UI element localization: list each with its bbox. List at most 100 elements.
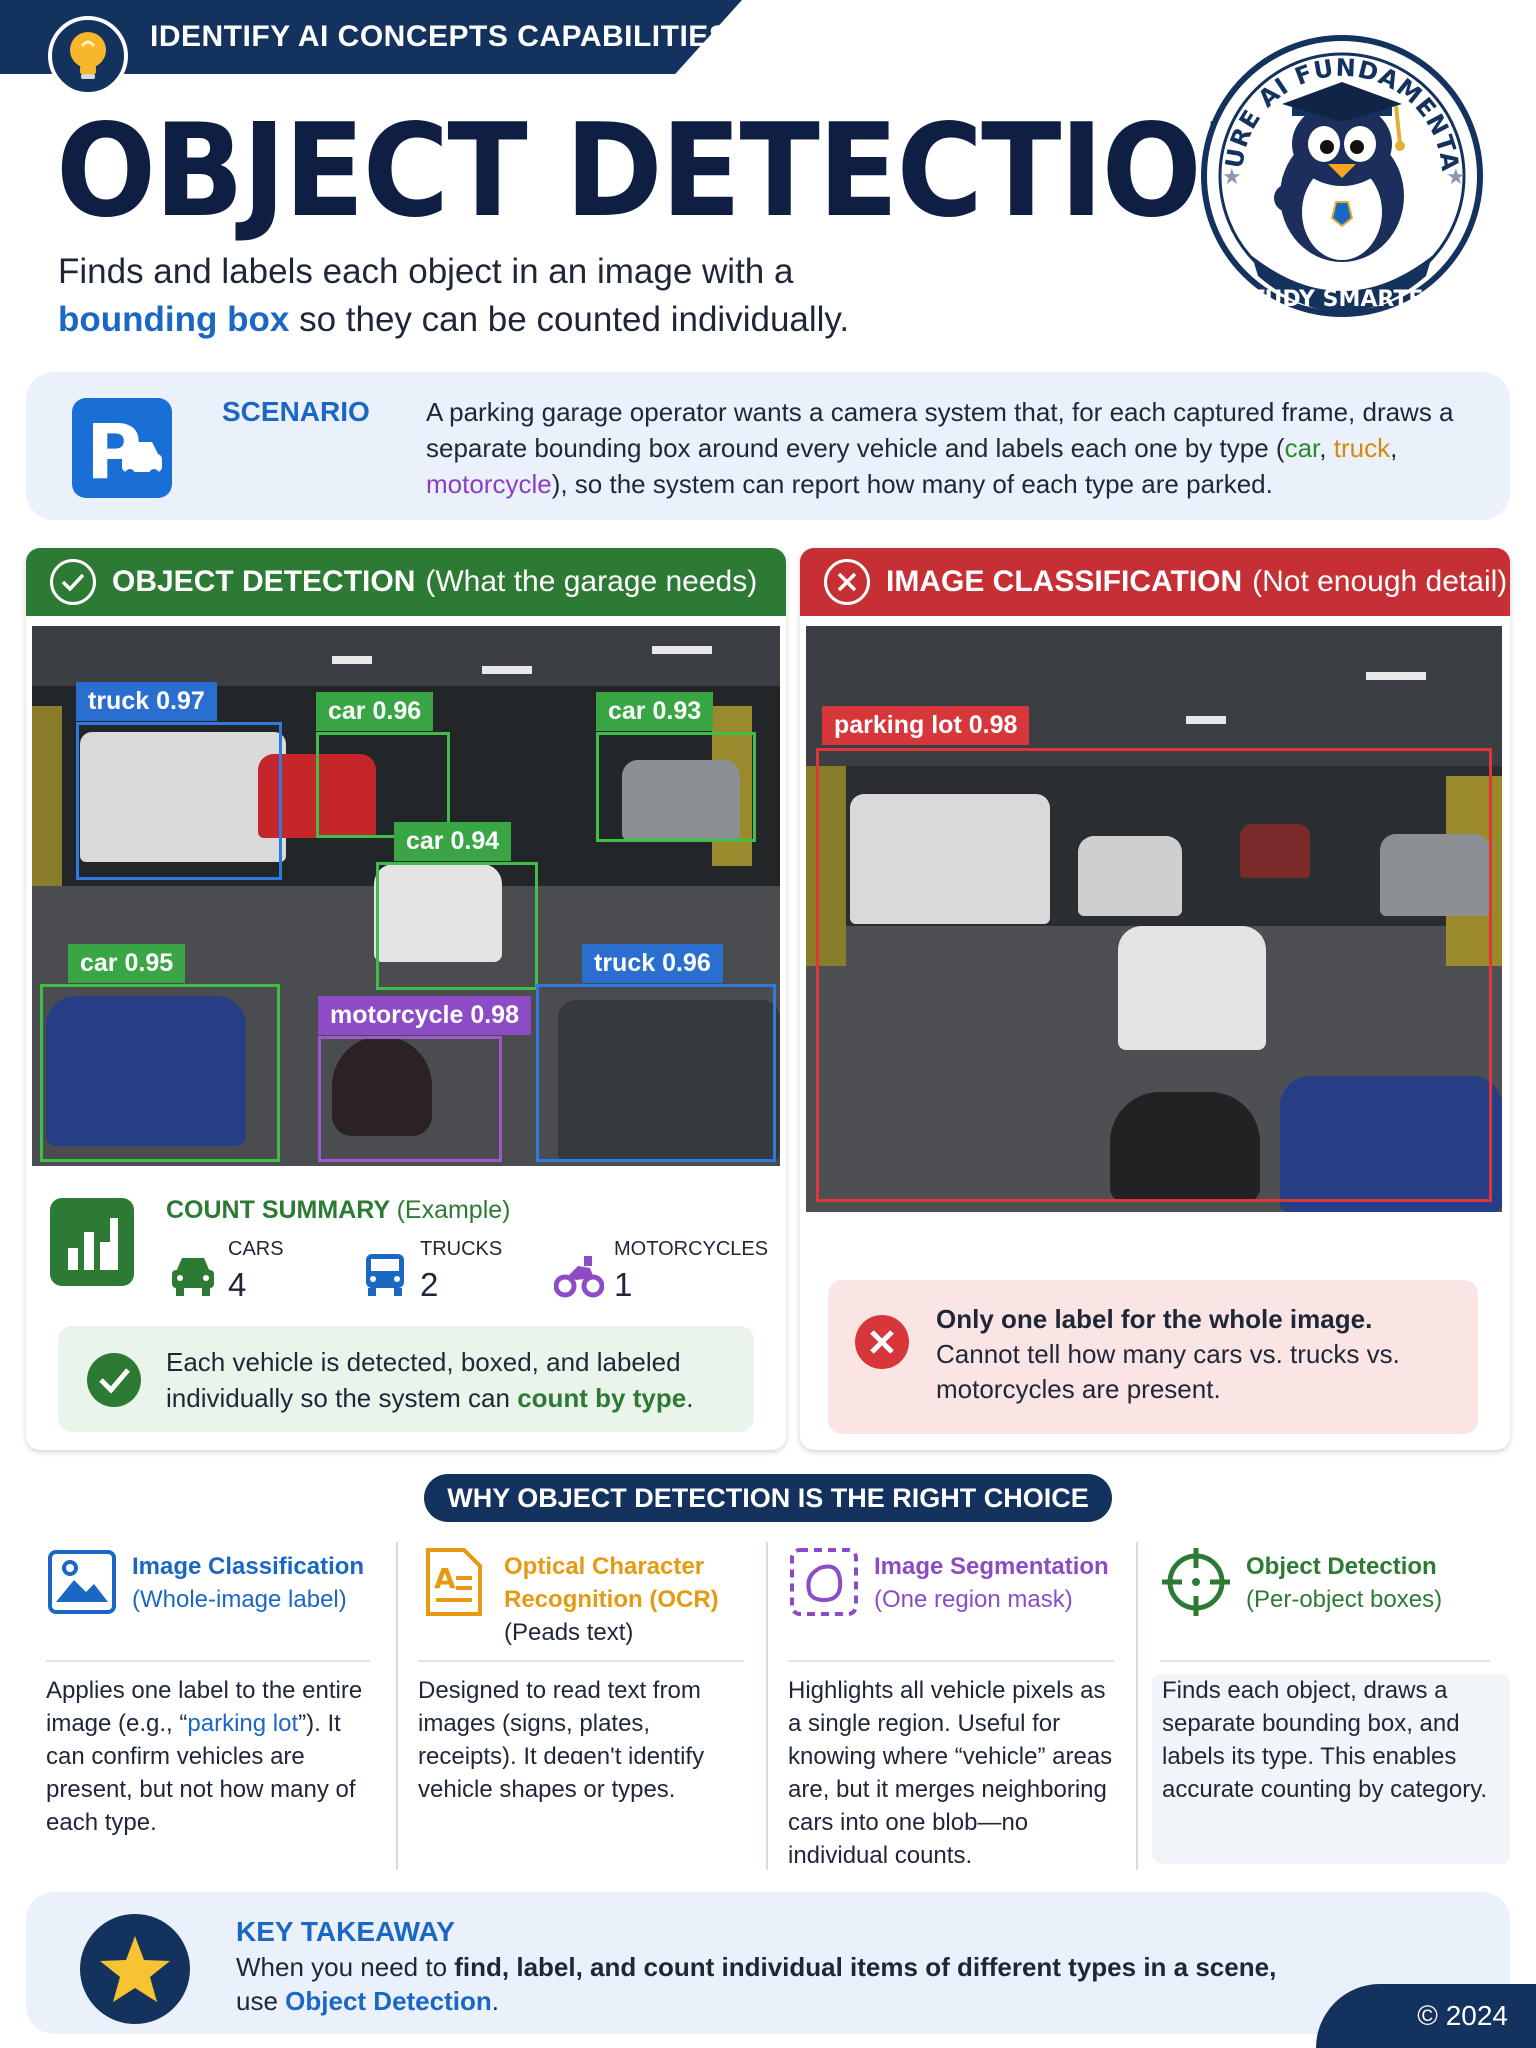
detection-label: car 0.96	[316, 692, 434, 731]
bounding-box	[596, 732, 756, 842]
divider	[418, 1660, 744, 1662]
divider	[1160, 1660, 1490, 1662]
scenario-label: SCENARIO	[222, 396, 370, 427]
option-ocr: A Optical Character Recognition (OCR)(Pe…	[398, 1540, 764, 1870]
panel-title-note: (Not enough detail)	[1252, 565, 1508, 598]
option-description: Highlights all vehicle pixels as a singl…	[788, 1677, 1113, 1869]
option-description: Designed to read text from images (signs…	[418, 1677, 705, 1803]
object-detection-panel: OBJECT DETECTION (What the garage needs)…	[26, 548, 786, 1450]
bounding-box	[316, 732, 450, 838]
why-heading: WHY OBJECT DETECTION IS THE RIGHT CHOICE	[424, 1474, 1112, 1522]
bounding-box	[376, 862, 538, 990]
garage-detection-image: truck 0.97 car 0.96 car 0.93 car 0.94 ca…	[32, 626, 780, 1166]
vehicle-truck	[558, 1000, 780, 1160]
classification-label: parking lot 0.98	[822, 706, 1030, 745]
bounding-box	[76, 722, 282, 880]
bounding-box	[816, 748, 1492, 1202]
detection-label: car 0.93	[596, 692, 714, 731]
truck-icon	[366, 1254, 404, 1296]
detection-label: car 0.94	[394, 822, 512, 861]
vehicle-truck	[80, 732, 286, 862]
column-separator	[1136, 1542, 1138, 1870]
car-icon	[172, 1258, 214, 1296]
panel-title: OBJECT DETECTION	[112, 565, 416, 598]
key-takeaway-card: KEY TAKEAWAY When you need to find, labe…	[26, 1892, 1510, 2034]
panel-title-note: (What the garage needs)	[425, 565, 758, 598]
vehicle-car	[622, 760, 740, 840]
image-icon	[48, 1550, 116, 1614]
takeaway-text: When you need to find, label, and count …	[236, 1952, 1277, 2016]
vehicle-car	[46, 996, 246, 1146]
column-separator	[396, 1542, 398, 1870]
vehicle-car	[1118, 926, 1266, 1050]
count-label: MOTORCYCLES	[614, 1238, 769, 1260]
option-title: Image Segmentation(One region mask)	[874, 1553, 1109, 1613]
column-separator	[766, 1542, 768, 1870]
subtitle-highlight: bounding box	[58, 300, 290, 339]
option-title: Optical Character Recognition (OCR)(Pead…	[504, 1553, 719, 1646]
vehicle-car	[374, 864, 502, 962]
detection-label: truck 0.97	[76, 682, 217, 721]
detection-label: truck 0.96	[582, 944, 723, 983]
option-description: Applies one label to the entire image (e…	[46, 1677, 363, 1836]
count-label: TRUCKS	[420, 1238, 503, 1260]
count-value: 2	[420, 1266, 439, 1303]
scenario-card: P SCENARIO A parking garage operator wan…	[26, 372, 1510, 520]
takeaway-title: KEY TAKEAWAY	[236, 1916, 455, 1947]
highlight-panel	[1152, 1674, 1510, 1864]
option-image-classification: Image Classification(Whole-image label) …	[26, 1540, 390, 1870]
svg-text:★: ★	[1446, 164, 1466, 189]
detection-note: Each vehicle is detected, boxed, and lab…	[58, 1326, 754, 1432]
garage-classification-image: parking lot 0.98	[806, 626, 1502, 1212]
count-value: 4	[228, 1266, 247, 1303]
copyright: © 2024	[1316, 1984, 1536, 2048]
vehicle-motorcycle	[1110, 1092, 1260, 1202]
motorcycle-icon	[554, 1256, 604, 1298]
option-title: Object Detection(Per-object boxes)	[1246, 1553, 1443, 1613]
image-classification-panel: IMAGE CLASSIFICATION (Not enough detail)…	[800, 548, 1510, 1450]
image-classification-header: IMAGE CLASSIFICATION (Not enough detail)	[800, 548, 1510, 616]
detection-label: car 0.95	[68, 944, 186, 983]
svg-text:★: ★	[1222, 164, 1242, 189]
option-title: Image Classification(Whole-image label)	[132, 1553, 365, 1613]
count-label: CARS	[228, 1238, 284, 1260]
option-description: Finds each object, draws a separate boun…	[1162, 1677, 1488, 1803]
document-text-icon: A	[426, 1548, 482, 1616]
parking-car-icon: P	[72, 398, 172, 498]
page-title: OBJECT DETECTION	[56, 97, 1298, 246]
count-value: 1	[614, 1266, 633, 1303]
panel-title: IMAGE CLASSIFICATION	[886, 565, 1243, 598]
segmentation-icon	[790, 1548, 858, 1616]
error-circle-icon	[855, 1315, 909, 1369]
bounding-box	[40, 984, 280, 1162]
detection-label: motorcycle 0.98	[318, 996, 531, 1035]
check-circle-icon	[87, 1353, 141, 1407]
divider	[788, 1660, 1114, 1662]
bounding-box	[536, 984, 776, 1162]
svg-text:A: A	[434, 1562, 456, 1595]
vehicle-car	[1380, 834, 1490, 916]
close-icon	[824, 559, 870, 605]
vehicle-car	[1078, 836, 1182, 916]
subtitle-text-end: so they can be counted individually.	[299, 300, 850, 339]
azure-fundamentals-badge: AZURE AI FUNDAMENTALS STUDY SMARTER! ★ ★	[1186, 4, 1488, 340]
bar-chart-icon	[50, 1198, 134, 1286]
object-detection-header: OBJECT DETECTION (What the garage needs)	[26, 548, 786, 616]
banner-title: IDENTIFY AI CONCEPTS CAPABILITIES	[150, 20, 730, 53]
vehicle-car	[1240, 824, 1310, 878]
scenario-text: A parking garage operator wants a camera…	[426, 397, 1454, 499]
crosshair-icon	[1162, 1548, 1230, 1616]
divider	[46, 1660, 370, 1662]
lightbulb-icon	[48, 16, 128, 96]
classification-note: Only one label for the whole image.Canno…	[828, 1280, 1478, 1434]
classification-note-text: Only one label for the whole image.Canno…	[936, 1304, 1400, 1404]
count-summary-title: COUNT SUMMARY (Example)	[166, 1196, 511, 1224]
subtitle-text: Finds and labels each object in an image…	[58, 252, 794, 291]
star-icon	[80, 1914, 190, 2024]
svg-text:STUDY SMARTER!: STUDY SMARTER!	[1234, 287, 1451, 312]
check-icon	[50, 559, 96, 605]
detection-note-text: Each vehicle is detected, boxed, and lab…	[166, 1347, 694, 1413]
page-subtitle: Finds and labels each object in an image…	[58, 248, 898, 344]
vehicle-motorcycle	[332, 1036, 432, 1136]
bounding-box	[318, 1036, 502, 1162]
